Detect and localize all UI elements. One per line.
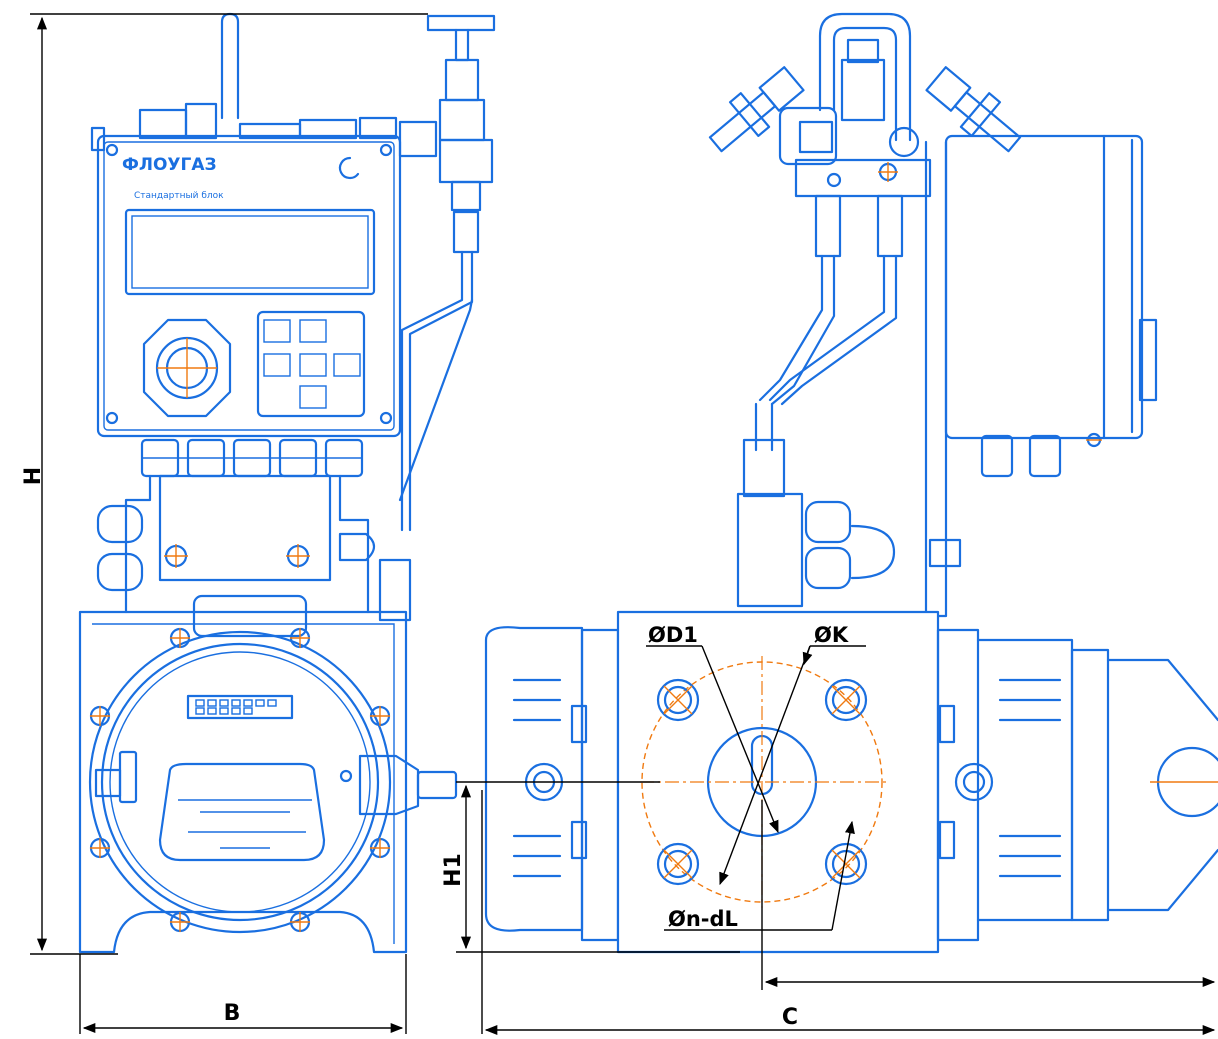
subtitle-label: Стандартный блок (134, 191, 224, 201)
label-K: ØK (814, 623, 849, 647)
label-H1: H1 (441, 853, 466, 887)
label-n-dL: Øn-dL (668, 907, 738, 931)
dimension-lines (30, 13, 1216, 1036)
dimension-labels: H B H1 C ØD1 ØK Øn-dL (21, 467, 849, 1030)
label-C: C (782, 1005, 798, 1030)
label-H: H (21, 467, 46, 485)
label-B: B (224, 1001, 241, 1026)
label-D1: ØD1 (648, 623, 698, 647)
brand-label: ФЛОУГАЗ (122, 155, 217, 175)
front-view: ФЛОУГАЗ Стандартный блок (78, 12, 496, 954)
side-view (484, 12, 1218, 954)
